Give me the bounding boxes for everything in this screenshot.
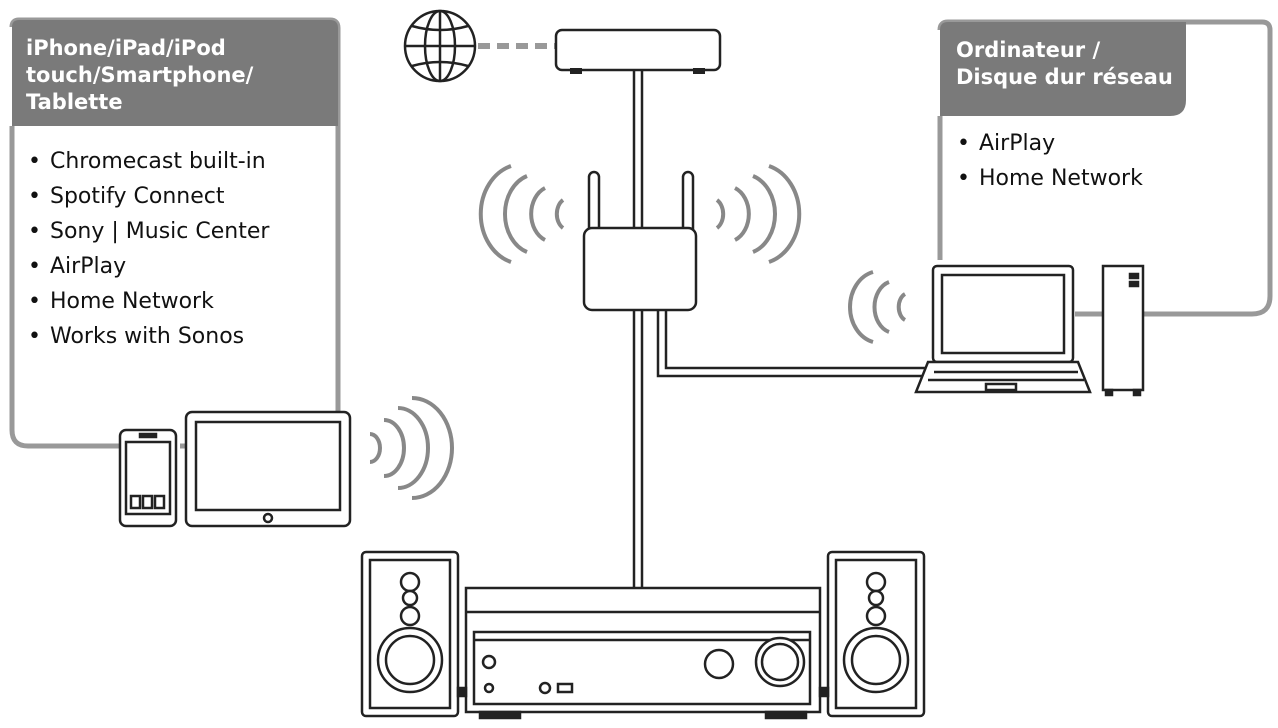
network-hard-drive-icon bbox=[1101, 264, 1145, 397]
main-cable bbox=[632, 70, 644, 590]
list-item: AirPlay bbox=[955, 126, 1143, 161]
computer-panel-header bbox=[940, 22, 1186, 116]
speaker-icon bbox=[826, 550, 926, 718]
wifi-waves-icon bbox=[369, 396, 454, 500]
mobile-panel-header bbox=[12, 20, 338, 126]
list-item: Home Network bbox=[26, 284, 269, 319]
list-item: AirPlay bbox=[26, 249, 269, 284]
list-item: Home Network bbox=[955, 161, 1143, 196]
laptop-cable bbox=[656, 310, 925, 378]
computer-panel-title: Ordinateur / Disque dur réseau bbox=[956, 38, 1173, 89]
laptop-icon bbox=[914, 264, 1092, 394]
speaker-icon bbox=[360, 550, 460, 718]
list-item: Works with Sonos bbox=[26, 319, 269, 354]
list-item: Spotify Connect bbox=[26, 179, 269, 214]
wifi-waves-icon bbox=[478, 164, 802, 264]
computer-feature-list: AirPlay Home Network bbox=[955, 126, 1143, 196]
smartphone-icon bbox=[118, 428, 178, 528]
mobile-panel-title: iPhone/iPad/iPod touch/Smartphone/ Table… bbox=[26, 36, 254, 114]
wireless-router-icon bbox=[582, 170, 698, 312]
globe-icon bbox=[403, 9, 477, 83]
list-item: Chromecast built-in bbox=[26, 144, 269, 179]
tablet-icon bbox=[184, 410, 352, 528]
list-item: Sony | Music Center bbox=[26, 214, 269, 249]
av-receiver-icon bbox=[456, 586, 830, 720]
computer-panel bbox=[937, 19, 1273, 317]
wifi-waves-icon bbox=[848, 270, 907, 344]
mobile-feature-list: Chromecast built-in Spotify Connect Sony… bbox=[26, 144, 269, 354]
modem-icon bbox=[554, 28, 722, 74]
